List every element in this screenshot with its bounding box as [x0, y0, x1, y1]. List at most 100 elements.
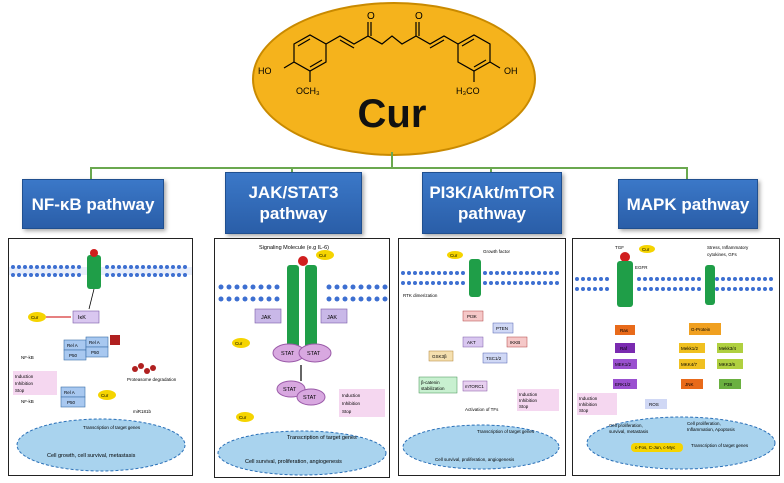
cur-label: Cur [450, 253, 458, 258]
panel-mapk: TGF Cur Stress, Inflammatory cytokines, … [572, 238, 780, 476]
svg-text:Cur: Cur [31, 315, 39, 320]
svg-text:STAT: STAT [307, 351, 321, 357]
svg-text:Stop: Stop [579, 408, 589, 413]
svg-text:STAT: STAT [303, 395, 317, 401]
growth-label: Growth factor [483, 249, 511, 254]
oh-right-label: OH [504, 66, 518, 76]
svg-text:Induction: Induction [579, 396, 598, 401]
svg-text:GSK3β: GSK3β [432, 354, 447, 359]
svg-text:ROS: ROS [649, 402, 659, 407]
svg-text:Mekk1/2: Mekk1/2 [681, 346, 699, 351]
svg-text:Induction: Induction [519, 392, 538, 397]
svg-text:Stop: Stop [342, 409, 352, 414]
svg-text:c-Fos, C-Jun, c-Myc: c-Fos, C-Jun, c-Myc [635, 445, 676, 450]
prolif-label: Cell proliferation, [609, 423, 643, 428]
panel-jak-stat3: Signaling Molecule (e.g IL-6) Cur JAK JA… [214, 238, 390, 478]
pathway-label: NF-κB pathway [31, 194, 155, 214]
rtk-label: RTK dimerization [403, 293, 438, 298]
svg-text:STAT: STAT [283, 387, 297, 393]
cur-label: Cur [235, 341, 243, 346]
outcome-label: Cell survival, proliferation, angiogenes… [245, 459, 342, 465]
transcription-label: Transcription of target genes [477, 429, 535, 434]
svg-text:Inhibition: Inhibition [519, 398, 538, 403]
outcome-label: Cell survival, proliferation, angiogenes… [435, 457, 515, 462]
connector-1 [90, 167, 92, 180]
panel-pi3k: Cur Growth factor RTK dimerization PI3K … [398, 238, 566, 476]
svg-text:cytokines, GFs: cytokines, GFs [707, 252, 738, 257]
nucleus [586, 416, 776, 470]
svg-text:PI3K: PI3K [467, 314, 477, 319]
nfkb-label-1: NF-kB [21, 355, 34, 360]
svg-text:MKK3/6: MKK3/6 [719, 362, 736, 367]
pathway-label: PI3K/Akt/mTOR pathway [429, 183, 555, 223]
p50-label: P50 [91, 350, 100, 355]
curcumin-structure: O O [283, 11, 501, 82]
svg-text:Mekk3/4: Mekk3/4 [719, 346, 737, 351]
pathway-box-pi3k[interactable]: PI3K/Akt/mTOR pathway [422, 172, 562, 234]
svg-text:IKKB: IKKB [510, 340, 520, 345]
connector-horizontal [90, 167, 687, 169]
receptor-icon [87, 255, 101, 289]
svg-text:Inhibition: Inhibition [342, 401, 361, 406]
rela-label: Rel A [89, 340, 100, 345]
svg-text:Rel A: Rel A [64, 390, 75, 395]
ho-left-label: HO [258, 66, 272, 76]
svg-text:Rel A: Rel A [67, 343, 78, 348]
svg-text:AKT: AKT [467, 340, 476, 345]
svg-text:Ras: Ras [620, 328, 629, 333]
svg-text:PTEN: PTEN [496, 326, 508, 331]
pathway-label: JAK/STAT3 pathway [248, 183, 339, 223]
inflam-label: Cell proliferation, [687, 421, 721, 426]
transcription-label: Transcription of target genes [83, 425, 141, 430]
pathway-box-jak-stat3[interactable]: JAK/STAT3 pathway [225, 172, 362, 234]
svg-text:MKK4/7: MKK4/7 [681, 362, 698, 367]
activation-label: Activation of TFs [465, 407, 499, 412]
svg-text:β-catenin: β-catenin [421, 380, 440, 385]
svg-text:Inflammation, Apoptosis: Inflammation, Apoptosis [687, 427, 736, 432]
outcome-label: Cell growth, cell survival, metastasis [47, 453, 136, 459]
svg-text:Stop: Stop [519, 404, 529, 409]
svg-text:survival, metastasis: survival, metastasis [609, 429, 649, 434]
svg-text:Induction: Induction [15, 374, 34, 379]
svg-text:O: O [367, 11, 375, 22]
transcription-label: Transcription of target genes [691, 443, 749, 448]
stat-label-1: STAT [281, 351, 295, 357]
stress-label: Stress, Inflammatory [707, 245, 749, 250]
mir-label: miR181b [133, 409, 152, 414]
proteasome-label: Proteasome degradation [127, 377, 177, 382]
pathway-box-mapk[interactable]: MAPK pathway [618, 179, 758, 229]
curcumin-ellipse [252, 2, 536, 156]
svg-text:ERK1/2: ERK1/2 [615, 382, 631, 387]
svg-text:JNK: JNK [685, 382, 694, 387]
pathway-box-nfkb[interactable]: NF-κB pathway [22, 179, 164, 229]
svg-text:MEK1/2: MEK1/2 [615, 362, 632, 367]
svg-text:Inhibition: Inhibition [15, 381, 34, 386]
svg-text:JAK: JAK [327, 315, 337, 321]
svg-text:mTORC1: mTORC1 [465, 384, 484, 389]
svg-text:TSC1/2: TSC1/2 [486, 356, 502, 361]
svg-text:NF-kB: NF-kB [21, 399, 34, 404]
receptor-icon [617, 261, 633, 307]
connector-trunk [391, 152, 393, 168]
svg-text:Stop: Stop [15, 388, 25, 393]
och3-right-label: H₃CO [456, 86, 480, 96]
och3-left-label: OCH₃ [296, 86, 320, 96]
ikk-label: IκK [78, 315, 86, 321]
receptor-icon [287, 265, 299, 355]
tgf-label: TGF [615, 245, 624, 250]
nucleus [16, 418, 186, 472]
panel-nfkb: IκK Cur Rel A P50 Rel A P50 NF-kB Proteaso… [8, 238, 193, 476]
svg-text:Cur: Cur [319, 253, 327, 258]
svg-text:G-Protein: G-Protein [691, 327, 711, 332]
svg-text:O: O [415, 11, 423, 22]
pathway-label: MAPK pathway [626, 194, 750, 214]
connector-4 [686, 167, 688, 180]
svg-text:Induction: Induction [342, 393, 361, 398]
svg-text:stabilization: stabilization [421, 386, 445, 391]
transcription-label: Transcription of target genes [287, 435, 357, 441]
svg-text:P50: P50 [69, 353, 78, 358]
curcumin-title: Cur [357, 92, 427, 136]
nucleus [402, 424, 560, 470]
receptor-icon [469, 259, 481, 297]
signal-label: Signaling Molecule (e.g IL-6) [259, 245, 329, 251]
